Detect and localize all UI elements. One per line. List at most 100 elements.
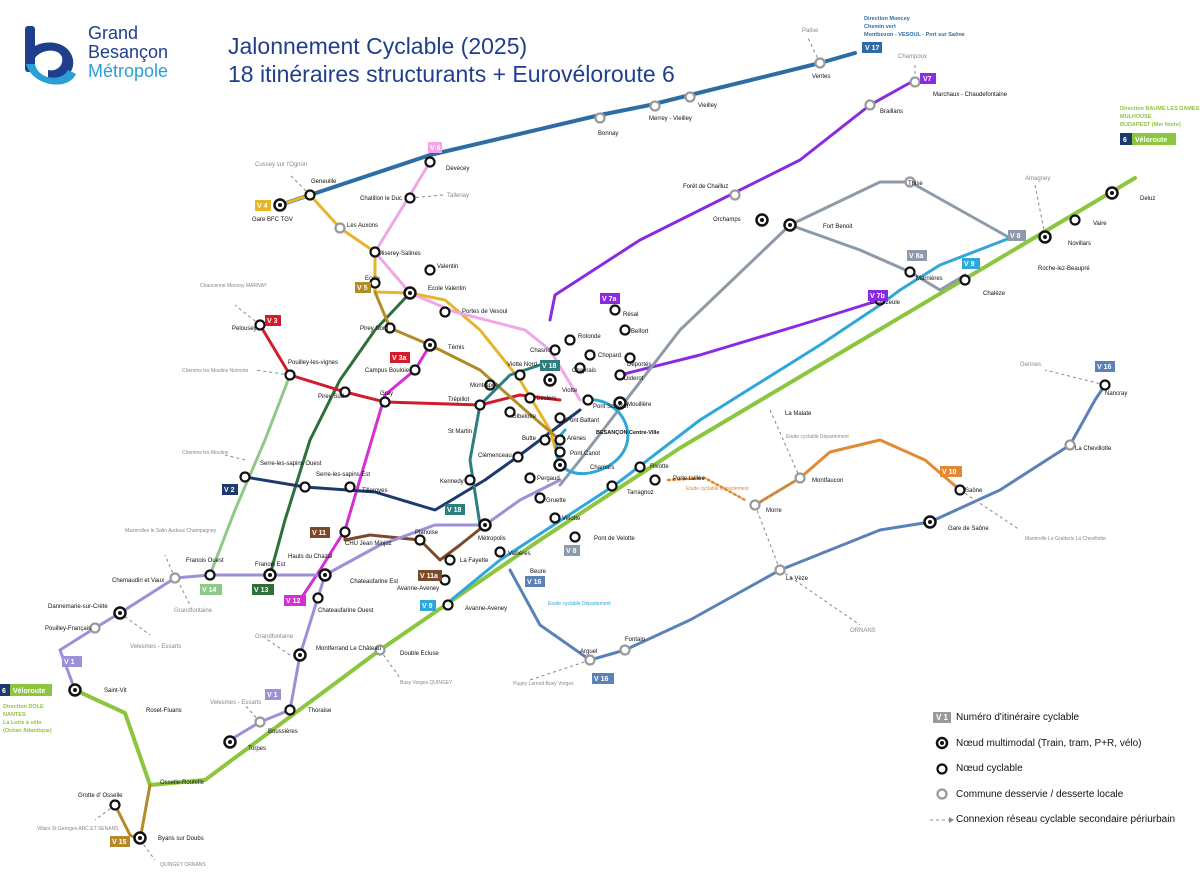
cycle-node[interactable] [534, 492, 546, 504]
route-badge-v3[interactable]: V 3 [265, 315, 281, 326]
multimodal-node[interactable] [553, 458, 567, 472]
route-badge-v11a[interactable]: V 11a [418, 570, 442, 581]
cycle-node[interactable] [569, 531, 581, 543]
local-stop[interactable] [774, 564, 786, 576]
cycle-node[interactable] [484, 379, 496, 391]
multimodal-node[interactable] [133, 831, 147, 845]
cycle-node[interactable] [424, 264, 436, 276]
cycle-node[interactable] [504, 406, 516, 418]
cycle-node[interactable] [474, 399, 486, 411]
cycle-node[interactable] [339, 386, 351, 398]
cycle-node[interactable] [554, 434, 566, 446]
route-badge-v3a[interactable]: V 3a [390, 352, 410, 363]
local-stop[interactable] [649, 100, 661, 112]
cycle-node[interactable] [1099, 379, 1111, 391]
cycle-node[interactable] [239, 471, 251, 483]
local-stop[interactable] [619, 644, 631, 656]
local-stop[interactable] [794, 472, 806, 484]
route-badge-v9[interactable]: V 9 [962, 258, 980, 269]
local-stop[interactable] [1064, 439, 1076, 451]
cycle-node[interactable] [439, 306, 451, 318]
local-stop[interactable] [749, 499, 761, 511]
cycle-node[interactable] [584, 349, 596, 361]
multimodal-node[interactable] [543, 373, 557, 387]
local-stop[interactable] [374, 644, 386, 656]
multimodal-node[interactable] [113, 606, 127, 620]
cycle-node[interactable] [414, 534, 426, 546]
cycle-node[interactable] [904, 266, 916, 278]
multimodal-node[interactable] [68, 683, 82, 697]
route-badge-veloroute-east[interactable]: 6 Véloroute [1120, 133, 1176, 145]
route-badge-v12[interactable]: V 12 [284, 595, 306, 606]
local-stop[interactable] [169, 572, 181, 584]
route-badge-v13[interactable]: V 13 [252, 584, 274, 595]
local-stop[interactable] [584, 654, 596, 666]
route-badge-v14[interactable]: V 14 [200, 584, 222, 595]
route-badge-v1[interactable]: V 1 [265, 689, 281, 700]
cycle-node[interactable] [614, 369, 626, 381]
cycle-node[interactable] [606, 480, 618, 492]
cycle-node[interactable] [109, 799, 121, 811]
cycle-node[interactable] [204, 569, 216, 581]
local-stop[interactable] [904, 176, 916, 188]
multimodal-node[interactable] [263, 568, 277, 582]
route-badge-v15[interactable]: V 15 [110, 836, 130, 847]
multimodal-node[interactable] [783, 218, 797, 232]
cycle-node[interactable] [409, 364, 421, 376]
local-stop[interactable] [814, 57, 826, 69]
cycle-node[interactable] [344, 481, 356, 493]
local-stop[interactable] [254, 716, 266, 728]
cycle-node[interactable] [339, 526, 351, 538]
multimodal-node[interactable] [223, 735, 237, 749]
cycle-node[interactable] [494, 546, 506, 558]
multimodal-node[interactable] [755, 213, 769, 227]
cycle-node[interactable] [619, 324, 631, 336]
route-badge-v6[interactable]: V 6 [428, 142, 442, 153]
cycle-node[interactable] [424, 156, 436, 168]
cycle-node[interactable] [1069, 214, 1081, 226]
multimodal-node[interactable] [293, 648, 307, 662]
multimodal-node[interactable] [423, 338, 437, 352]
cycle-node[interactable] [539, 434, 551, 446]
multimodal-node[interactable] [613, 396, 627, 410]
cycle-node[interactable] [634, 461, 646, 473]
multimodal-node[interactable] [1105, 186, 1119, 200]
cycle-node[interactable] [582, 394, 594, 406]
cycle-node[interactable] [464, 474, 476, 486]
local-stop[interactable] [594, 112, 606, 124]
route-badge-v2[interactable]: V 2 [222, 484, 238, 495]
cycle-node[interactable] [284, 369, 296, 381]
cycle-node[interactable] [404, 192, 416, 204]
local-stop[interactable] [729, 189, 741, 201]
cycle-node[interactable] [312, 592, 324, 604]
cycle-node[interactable] [549, 512, 561, 524]
route-badge-v5[interactable]: V 5 [355, 282, 371, 293]
route-badge-v17[interactable]: V 17 [862, 42, 882, 53]
route-badge-veloroute-west[interactable]: 6 Véloroute [0, 684, 52, 696]
route-badge-v18[interactable]: V 18 [540, 360, 560, 371]
multimodal-node[interactable] [478, 518, 492, 532]
cycle-node[interactable] [299, 481, 311, 493]
multimodal-node[interactable] [1038, 230, 1052, 244]
cycle-node[interactable] [954, 484, 966, 496]
cycle-node[interactable] [524, 472, 536, 484]
local-stop[interactable] [864, 99, 876, 111]
cycle-node[interactable] [442, 599, 454, 611]
route-badge-v8a[interactable]: V 8a [907, 250, 927, 261]
cycle-node[interactable] [284, 704, 296, 716]
cycle-node[interactable] [549, 344, 561, 356]
route-badge-v10[interactable]: V 10 [940, 466, 962, 477]
multimodal-node[interactable] [403, 286, 417, 300]
route-badge-v4[interactable]: V 4 [255, 200, 271, 211]
cycle-node[interactable] [574, 362, 586, 374]
local-stop[interactable] [334, 222, 346, 234]
route-badge-v7a[interactable]: V 7a [600, 293, 620, 304]
local-stop[interactable] [89, 622, 101, 634]
route-badge-v8b[interactable]: V 8 [564, 545, 580, 556]
route-badge-v16c[interactable]: V 16 [592, 673, 614, 684]
cycle-node[interactable] [959, 274, 971, 286]
multimodal-node[interactable] [273, 198, 287, 212]
cycle-node[interactable] [512, 451, 524, 463]
route-badge-v16b[interactable]: V 16 [525, 576, 545, 587]
local-stop[interactable] [684, 91, 696, 103]
